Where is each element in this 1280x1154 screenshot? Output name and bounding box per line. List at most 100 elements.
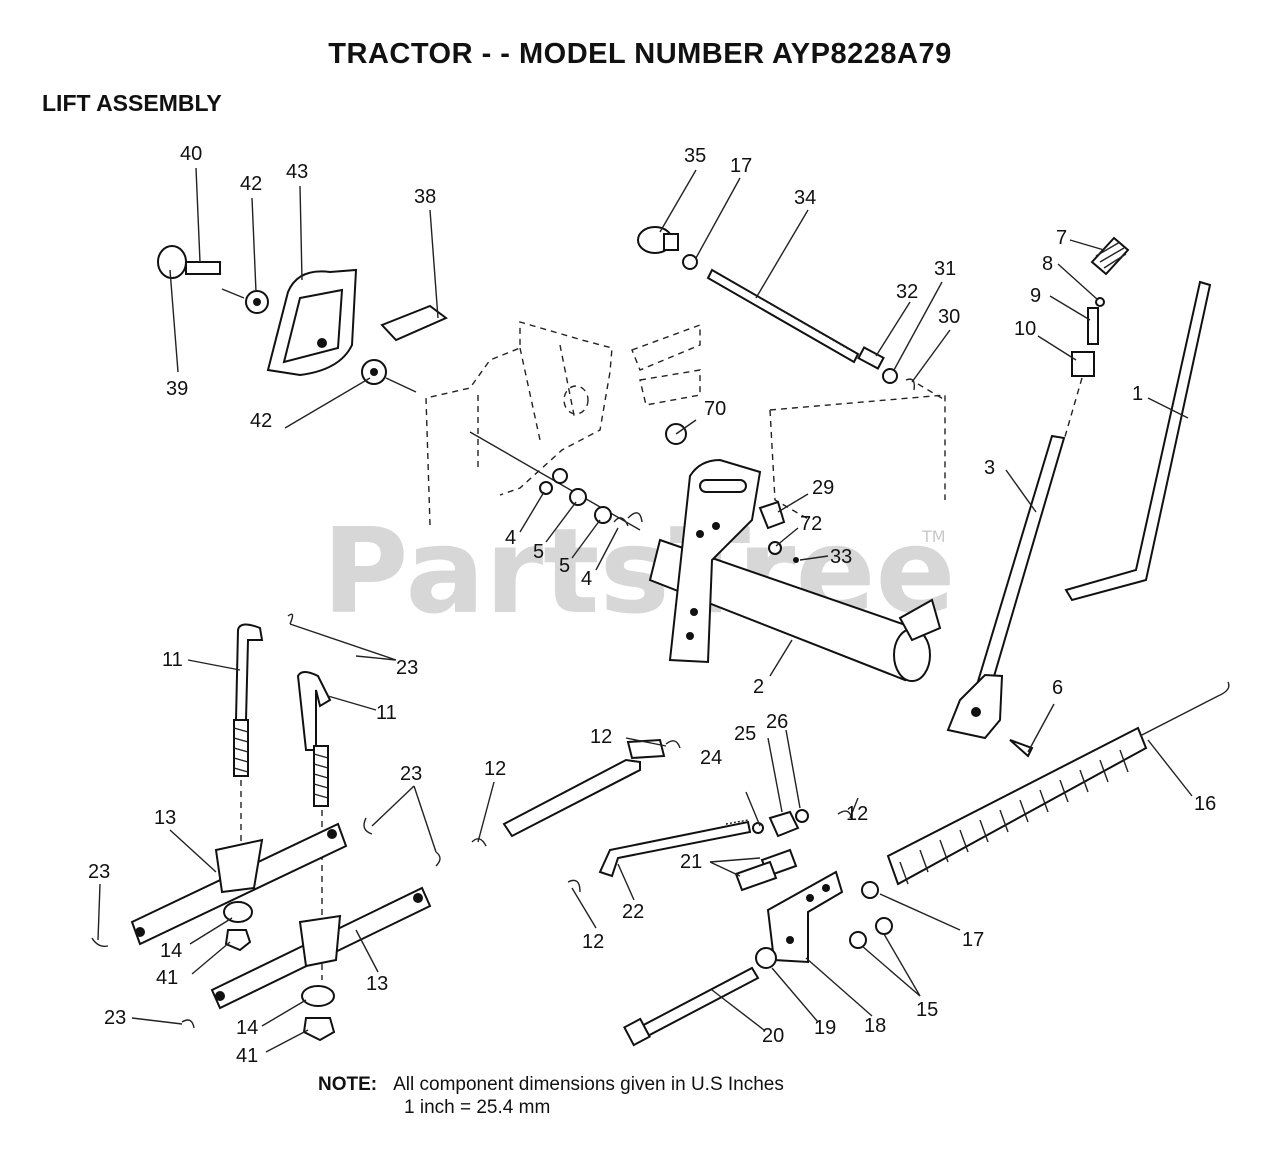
part-6-bolt <box>1009 739 1034 758</box>
part-15-nut-a <box>849 931 867 949</box>
note-line-1: All component dimensions given in U.S In… <box>393 1074 784 1095</box>
part-12-clip-d <box>567 879 581 893</box>
part-31-washer <box>882 368 898 384</box>
label-23-c: 23 <box>88 861 110 883</box>
label-13-b: 13 <box>366 973 388 995</box>
label-18: 18 <box>864 1015 886 1037</box>
frame-reference <box>425 321 946 526</box>
label-5-a: 5 <box>533 541 544 563</box>
label-29: 29 <box>812 477 834 499</box>
leader-lines <box>97 167 1193 1053</box>
label-11-a: 11 <box>162 649 183 671</box>
cover-group <box>157 245 448 393</box>
label-12-a: 12 <box>590 726 612 748</box>
label-10: 10 <box>1014 318 1036 340</box>
part-23-clip-d <box>91 937 109 948</box>
label-34: 34 <box>794 187 816 209</box>
label-24: 24 <box>700 747 722 769</box>
part-33-pin <box>793 557 799 563</box>
label-25: 25 <box>734 723 756 745</box>
part-23-clip-a <box>287 613 294 625</box>
part-41-nut-b <box>302 1017 336 1042</box>
page-title: TRACTOR - - MODEL NUMBER AYP8228A79 <box>328 38 952 70</box>
label-26: 26 <box>766 711 788 733</box>
part-11-link-b <box>296 671 332 751</box>
label-22: 22 <box>622 901 644 923</box>
part-5-washer-b <box>594 506 612 524</box>
label-4-b: 4 <box>581 568 592 590</box>
label-20: 20 <box>762 1025 784 1047</box>
part-24-washer <box>752 822 764 834</box>
part-23-clip-c <box>435 851 441 867</box>
part-10-collar <box>1071 351 1095 377</box>
label-2: 2 <box>753 676 764 698</box>
lift-handle-group <box>946 236 1212 758</box>
label-4-a: 4 <box>505 527 516 549</box>
label-14-b: 14 <box>236 1017 258 1039</box>
label-7: 7 <box>1056 227 1067 249</box>
lift-shaft-group <box>469 423 942 682</box>
label-23-d: 23 <box>104 1007 126 1029</box>
label-31: 31 <box>934 258 956 280</box>
label-38: 38 <box>414 186 436 208</box>
part-1-rod <box>1064 280 1212 602</box>
label-41-b: 41 <box>236 1045 258 1067</box>
label-17-b: 17 <box>962 929 984 951</box>
part-11-link-a <box>234 623 264 721</box>
label-32: 32 <box>896 281 918 303</box>
spring-bracket-group <box>623 681 1230 1047</box>
part-23-clip-b <box>363 817 373 835</box>
section-title: LIFT ASSEMBLY <box>42 90 222 116</box>
watermark-tm: TM <box>921 527 946 546</box>
label-43: 43 <box>286 161 308 183</box>
part-41-nut-a <box>224 929 252 952</box>
part-15-nut-b <box>875 917 893 935</box>
label-21: 21 <box>680 851 702 873</box>
part-5-washer-a <box>569 488 587 506</box>
lift-links-group <box>91 613 441 1042</box>
part-23-clip-e <box>181 1019 195 1029</box>
label-8: 8 <box>1042 253 1053 275</box>
label-5-b: 5 <box>559 555 570 577</box>
part-22-rod-lower <box>598 820 752 878</box>
label-11-b: 11 <box>376 702 397 724</box>
note-label: NOTE: <box>318 1074 378 1095</box>
label-17-a: 17 <box>730 155 752 177</box>
part-22-rod-upper <box>502 758 641 838</box>
part-40-bolt <box>185 261 221 275</box>
label-12-c: 12 <box>846 803 868 825</box>
part-labels: 1 2 3 4 4 5 5 6 7 8 9 10 11 11 12 12 12 … <box>88 143 1216 1067</box>
label-19: 19 <box>814 1017 836 1039</box>
label-30: 30 <box>938 306 960 328</box>
label-35: 35 <box>684 145 706 167</box>
part-17-washer-bottom <box>861 881 879 899</box>
part-12-clip-a <box>665 740 681 749</box>
label-39: 39 <box>166 378 188 400</box>
part-39-ring <box>157 245 187 279</box>
label-12-d: 12 <box>582 931 604 953</box>
label-12-b: 12 <box>484 758 506 780</box>
part-9-rod <box>1087 307 1099 345</box>
label-15: 15 <box>916 999 938 1021</box>
part-4-clip-a <box>539 481 553 495</box>
label-70: 70 <box>704 398 726 420</box>
part-18-bracket <box>766 870 844 964</box>
label-1: 1 <box>1132 383 1143 405</box>
part-25-block <box>768 810 800 838</box>
part-19-washer <box>755 947 777 969</box>
label-23-b: 23 <box>400 763 422 785</box>
adjuster-rod-group <box>637 226 946 401</box>
part-17-washer-top <box>682 254 698 270</box>
label-23-a: 23 <box>396 657 418 679</box>
label-41-a: 41 <box>156 967 178 989</box>
part-21-bolt-b <box>734 860 778 892</box>
part-14-spacer-a <box>223 901 253 923</box>
label-72: 72 <box>800 513 822 535</box>
part-4-clip-b <box>613 512 643 527</box>
label-33: 33 <box>830 546 852 568</box>
label-3: 3 <box>984 457 995 479</box>
label-42-b: 42 <box>250 410 272 432</box>
label-14-a: 14 <box>160 940 182 962</box>
part-12-clip-c <box>837 810 853 821</box>
